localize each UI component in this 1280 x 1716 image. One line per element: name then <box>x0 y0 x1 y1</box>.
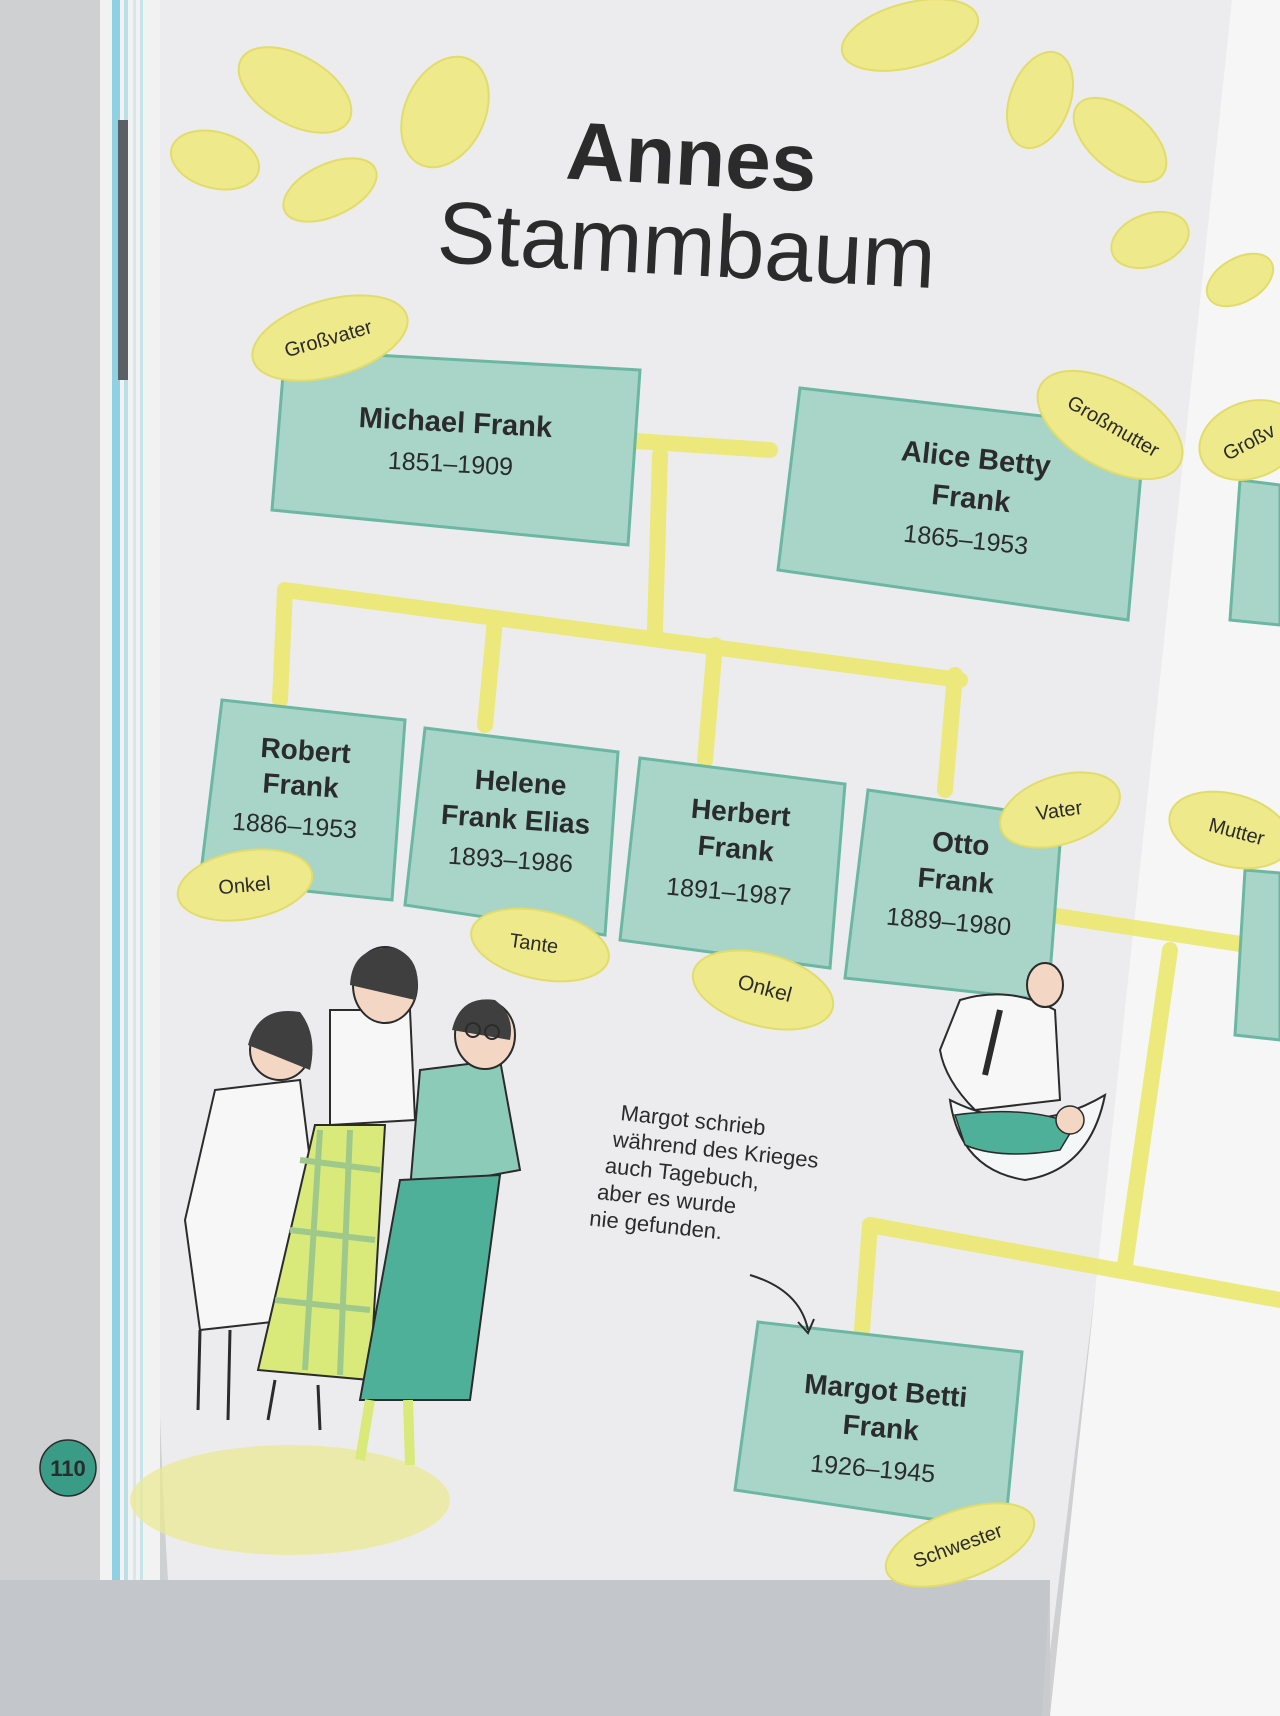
page-number: 110 <box>39 1439 97 1497</box>
note-arrowhead <box>797 1318 815 1335</box>
decorative-leaves <box>169 0 1275 308</box>
tag-onkel-herbert: Onkel <box>691 949 835 1031</box>
tag-mutter: Mutter <box>1168 790 1280 870</box>
box-helene-name-1: Helene <box>474 764 568 801</box>
box-herbert-frank: Herbert Frank 1891–1987 <box>618 756 847 970</box>
tag-schwester: Schwester <box>884 1502 1036 1588</box>
ground-shadow <box>130 1445 450 1555</box>
tag-vater: Vater <box>999 771 1121 849</box>
illustration-father-baby <box>938 962 1107 1182</box>
illustration-family-group <box>130 946 522 1555</box>
box-robert-name-1: Robert <box>260 732 352 769</box>
box-otto-name-1: Otto <box>931 826 991 862</box>
tag-onkel-robert: Onkel <box>176 848 314 922</box>
box-michael-years: 1851–1909 <box>387 447 513 482</box>
tag-grossvater-right: Großv <box>1198 399 1280 481</box>
box-helene-frank-elias: Helene Frank Elias 1893–1986 <box>403 726 620 937</box>
page-number-text: 110 <box>50 1456 86 1481</box>
tag-onkel-robert-text: Onkel <box>217 873 271 899</box>
box-otto-frank: Otto Frank 1889–1980 <box>843 788 1064 1002</box>
box-robert-name-2: Frank <box>262 767 341 803</box>
page-stack-edge <box>100 0 160 1716</box>
tag-grossvater: Großvater <box>251 294 409 382</box>
box-margot-betti-frank: Margot Betti Frank 1926–1945 <box>733 1320 1024 1532</box>
box-otto-name-2: Frank <box>916 862 995 900</box>
right-page-partial-boxes <box>1228 478 1280 1042</box>
box-herbert-name-2: Frank <box>696 830 775 868</box>
note-arrow <box>749 1274 809 1331</box>
tag-grossmutter: Großmutter <box>1036 369 1184 481</box>
tag-tante: Tante <box>470 907 610 983</box>
box-margot-name-2: Frank <box>841 1409 920 1447</box>
box-alice-betty-frank: Alice Betty Frank 1865–1953 <box>776 386 1147 622</box>
title-line-1: Annes <box>564 106 819 210</box>
margot-diary-note: Margot schrieb während des Krieges auch … <box>588 1100 820 1244</box>
box-michael-frank: Michael Frank 1851–1909 <box>270 348 642 547</box>
